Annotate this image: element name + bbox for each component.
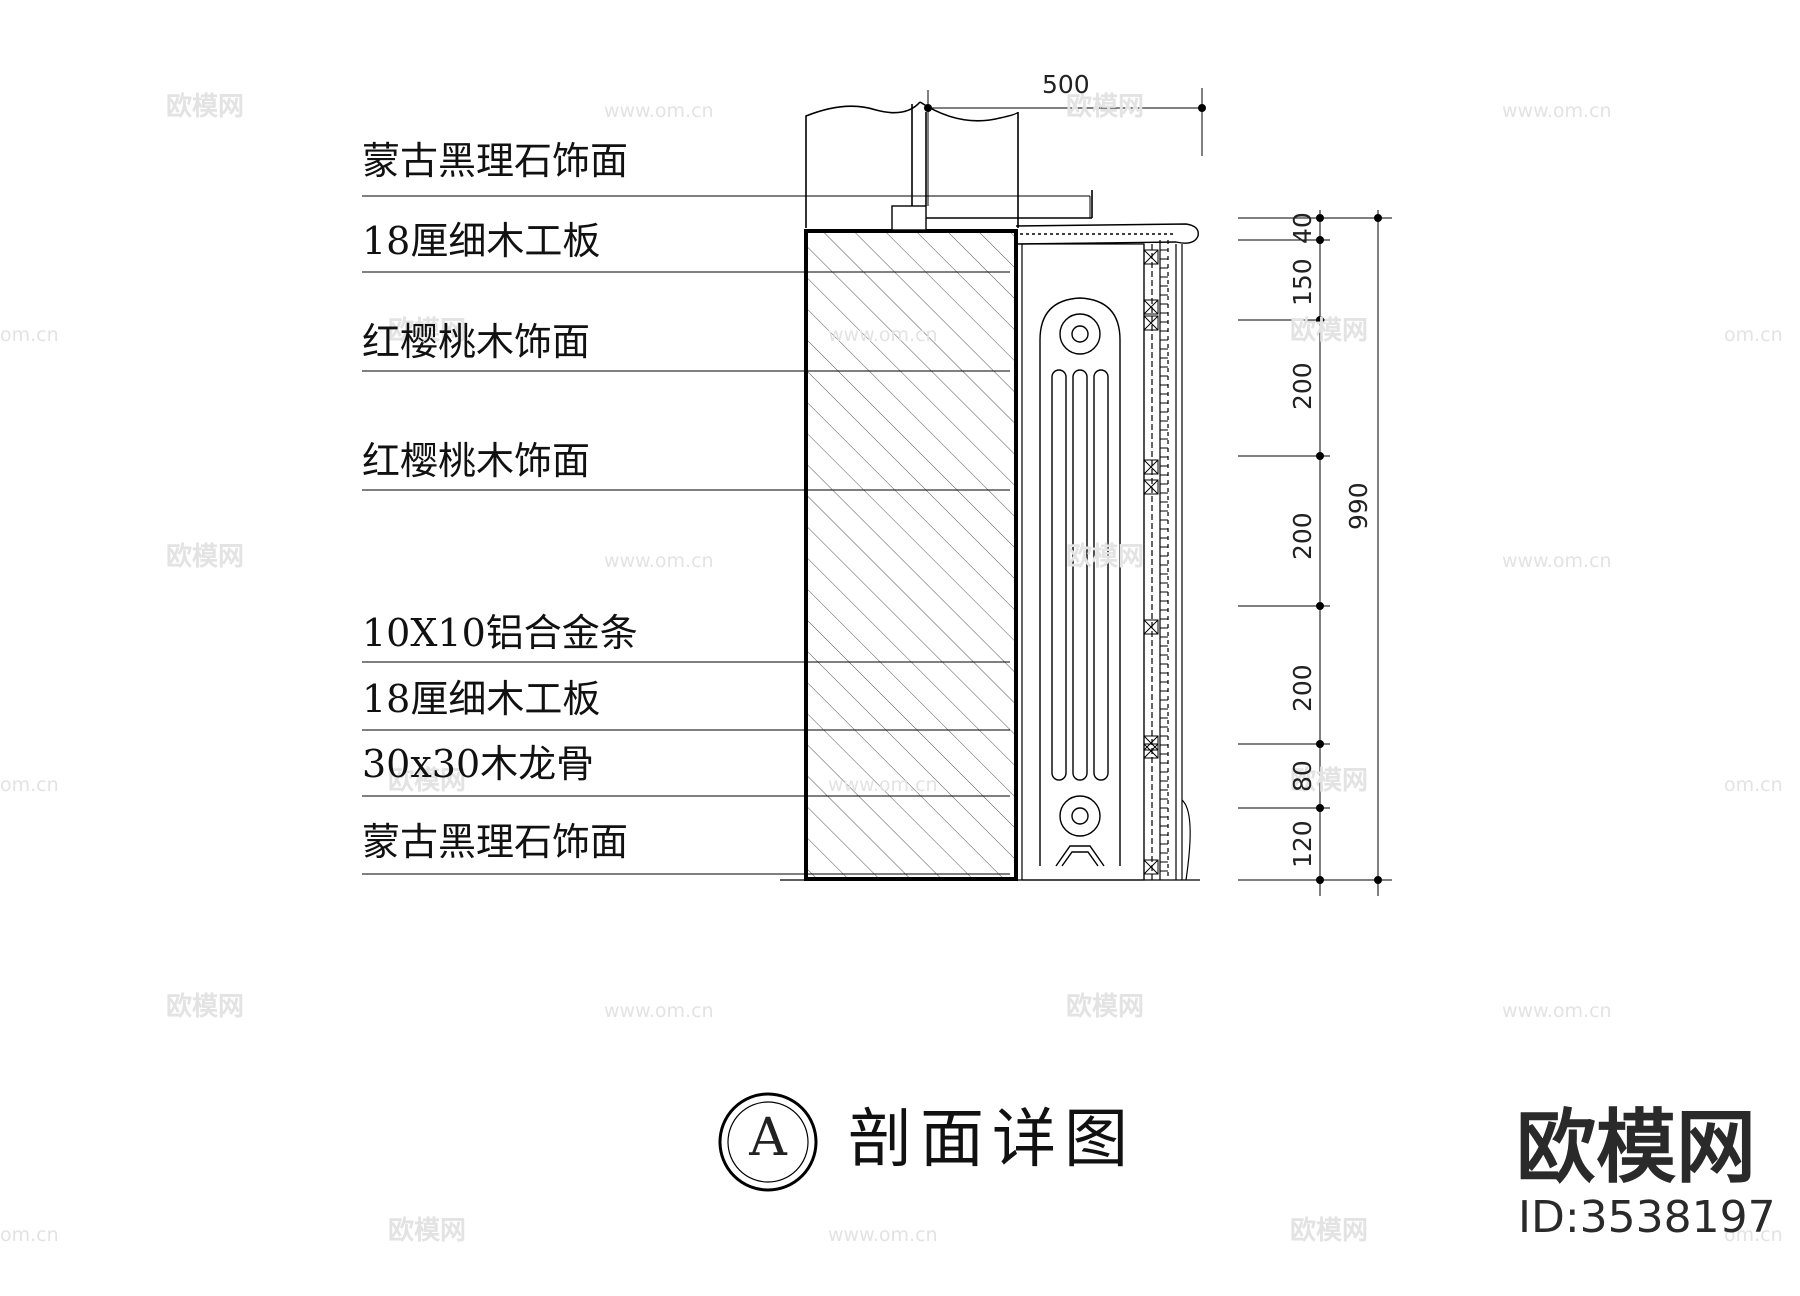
dimension-tick bbox=[1316, 602, 1324, 610]
framing-block bbox=[1143, 249, 1159, 265]
wood-framing-blocks bbox=[1143, 249, 1168, 875]
watermark-tile: 欧模网 bbox=[166, 92, 245, 122]
section-mark-letter: A bbox=[749, 1108, 787, 1168]
dimension-tick bbox=[1374, 876, 1382, 884]
watermark-tile: 欧模网 bbox=[166, 992, 245, 1022]
watermark-tile: 欧模网 bbox=[1066, 92, 1145, 122]
watermark-tile: www.om.cn bbox=[1502, 100, 1612, 122]
marble-countertop bbox=[1015, 223, 1199, 245]
radiator bbox=[1039, 297, 1121, 867]
watermark-tile: www.om.cn bbox=[1502, 1000, 1612, 1022]
dimension-label-segment: 200 bbox=[1288, 362, 1317, 410]
watermark-tile: 欧模网 bbox=[1290, 766, 1369, 796]
callout-label: 30x30木龙骨 bbox=[362, 742, 595, 786]
framing-block bbox=[1143, 479, 1159, 495]
watermark-tile: 欧模网 bbox=[166, 542, 245, 572]
watermark-tile: om.cn bbox=[0, 774, 59, 796]
watermark-tile: 欧模网 bbox=[388, 316, 467, 346]
framing-block bbox=[1143, 743, 1159, 759]
dimension-label-segment: 150 bbox=[1288, 258, 1317, 306]
watermark-tile: om.cn bbox=[0, 1224, 59, 1246]
watermark-tile: 欧模网 bbox=[1290, 316, 1369, 346]
watermark-tile: www.om.cn bbox=[828, 774, 938, 796]
section-mark-circle bbox=[718, 1092, 818, 1192]
wall-section bbox=[804, 229, 1018, 881]
dimension-tick bbox=[1374, 214, 1382, 222]
watermark-tile: 欧模网 bbox=[388, 766, 467, 796]
callout-label: 18厘细木工板 bbox=[362, 219, 601, 263]
drawing-title: 剖面详图 bbox=[848, 1103, 1136, 1177]
wall-break-line bbox=[805, 101, 1093, 231]
framing-block bbox=[1143, 735, 1159, 751]
callout-leader-lines bbox=[362, 195, 1091, 875]
framing-block bbox=[1143, 299, 1159, 315]
dimension-tick bbox=[1316, 236, 1324, 244]
dimension-tick bbox=[1316, 452, 1324, 460]
watermark-tile: www.om.cn bbox=[604, 1000, 714, 1022]
callout-label: 10X10铝合金条 bbox=[362, 611, 638, 655]
callout-label: 蒙古黑理石饰面 bbox=[362, 820, 629, 864]
dimension-label-segment: 40 bbox=[1288, 212, 1317, 244]
top-width-dimension bbox=[924, 88, 1206, 206]
callout-label: 蒙古黑理石饰面 bbox=[362, 139, 629, 183]
dimension-label-total: 990 bbox=[1344, 482, 1373, 530]
brand-watermark-id: ID:3538197 bbox=[1518, 1192, 1776, 1243]
watermark-tile: om.cn bbox=[1724, 1224, 1783, 1246]
dimension-label-segment: 120 bbox=[1288, 820, 1317, 868]
callout-label: 红樱桃木饰面 bbox=[362, 439, 591, 483]
framing-block bbox=[1143, 619, 1159, 635]
dimension-label-width: 500 bbox=[1042, 70, 1090, 99]
dimension-tick bbox=[1316, 804, 1324, 812]
watermark-tile: www.om.cn bbox=[828, 1224, 938, 1246]
watermark-tile: om.cn bbox=[1724, 324, 1783, 346]
watermark-tile: www.om.cn bbox=[604, 100, 714, 122]
dimension-tick bbox=[1316, 876, 1324, 884]
watermark-tile: 欧模网 bbox=[1066, 992, 1145, 1022]
watermark-tile: om.cn bbox=[1724, 774, 1783, 796]
dimension-label-segment: 200 bbox=[1288, 664, 1317, 712]
dimension-tick bbox=[1316, 316, 1324, 324]
watermark-tile: 欧模网 bbox=[1290, 1216, 1369, 1246]
watermark-tile: om.cn bbox=[0, 324, 59, 346]
callout-label: 红樱桃木饰面 bbox=[362, 320, 591, 364]
dimension-label-segment: 80 bbox=[1288, 760, 1317, 792]
watermark-tile: 欧模网 bbox=[1066, 542, 1145, 572]
framing-block bbox=[1143, 859, 1159, 875]
brand-watermark-logo: 欧模网 bbox=[1516, 1101, 1756, 1194]
dimension-label-segment: 200 bbox=[1288, 512, 1317, 560]
watermark-tile: 欧模网 bbox=[388, 1216, 467, 1246]
framing-block bbox=[1143, 315, 1159, 331]
watermark-tile: www.om.cn bbox=[1502, 550, 1612, 572]
callout-label: 18厘细木工板 bbox=[362, 677, 601, 721]
dimension-tick bbox=[1316, 214, 1324, 222]
height-dimension-chain bbox=[1238, 210, 1392, 896]
dimension-tick bbox=[1316, 740, 1324, 748]
framing-block bbox=[1143, 459, 1159, 475]
watermark-tile: www.om.cn bbox=[604, 550, 714, 572]
watermark-tile: www.om.cn bbox=[828, 324, 938, 346]
